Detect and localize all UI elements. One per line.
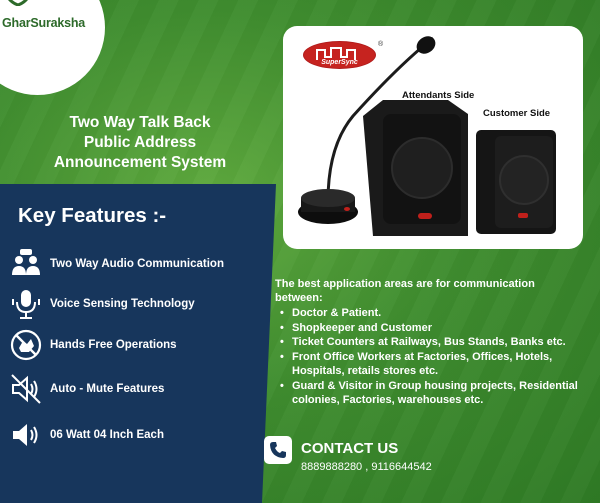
attendants-side-caption: Attendants Side (402, 90, 475, 101)
list-item: Shopkeeper and Customer (280, 321, 595, 336)
headline: Two Way Talk Back Public Address Announc… (30, 113, 250, 173)
customer-side-caption: Customer Side (483, 108, 551, 119)
brand-name: GharSuraksha (2, 16, 86, 30)
feature-item: Two Way Audio Communication (8, 246, 224, 282)
feature-item: Voice Sensing Technology (8, 286, 195, 322)
supersync-logo: SuperSync (303, 41, 376, 69)
no-hands-icon (8, 327, 44, 363)
shield-wifi-icon (8, 0, 28, 6)
key-features-panel: Key Features :- Two Way Audio Communicat… (0, 184, 276, 503)
contact-phone-numbers: 8889888280 , 9116644542 (301, 461, 432, 473)
feature-item: Hands Free Operations (8, 327, 177, 363)
feature-label: Two Way Audio Communication (50, 258, 224, 270)
applications-intro: The best application areas are for commu… (275, 278, 535, 304)
list-item: Doctor & Patient. (280, 306, 595, 321)
contact-title: CONTACT US (301, 440, 399, 457)
feature-label: Hands Free Operations (50, 339, 177, 351)
list-item: Front Office Workers at Factories, Offic… (280, 350, 595, 379)
list-item: Ticket Counters at Railways, Bus Stands,… (280, 335, 595, 350)
phone-icon (264, 436, 292, 464)
list-item: Guard & Visitor in Group housing project… (280, 379, 595, 408)
feature-label: 06 Watt 04 Inch Each (50, 429, 164, 441)
feature-label: Voice Sensing Technology (50, 298, 195, 310)
product-photo (298, 36, 556, 236)
key-features-title: Key Features :- (18, 204, 167, 227)
feature-item: 06 Watt 04 Inch Each (8, 417, 164, 453)
microphone-icon (8, 286, 44, 322)
applications-list: Doctor & Patient. Shopkeeper and Custome… (280, 306, 595, 408)
brand-logo-text: SuperSync (321, 59, 358, 66)
registered-mark: ® (378, 41, 384, 48)
headline-line-1: Two Way Talk Back (69, 114, 211, 131)
headline-line-2: Public Address (83, 134, 197, 151)
feature-label: Auto - Mute Features (50, 383, 165, 395)
headline-line-3: Announcement System (53, 154, 227, 171)
speaker-mute-icon (8, 371, 44, 407)
product-image-card: SuperSync ® Attendants Side Customer Sid… (283, 26, 583, 249)
feature-item: Auto - Mute Features (8, 371, 164, 407)
people-talking-icon (8, 246, 44, 282)
speaker-loud-icon (8, 417, 44, 453)
